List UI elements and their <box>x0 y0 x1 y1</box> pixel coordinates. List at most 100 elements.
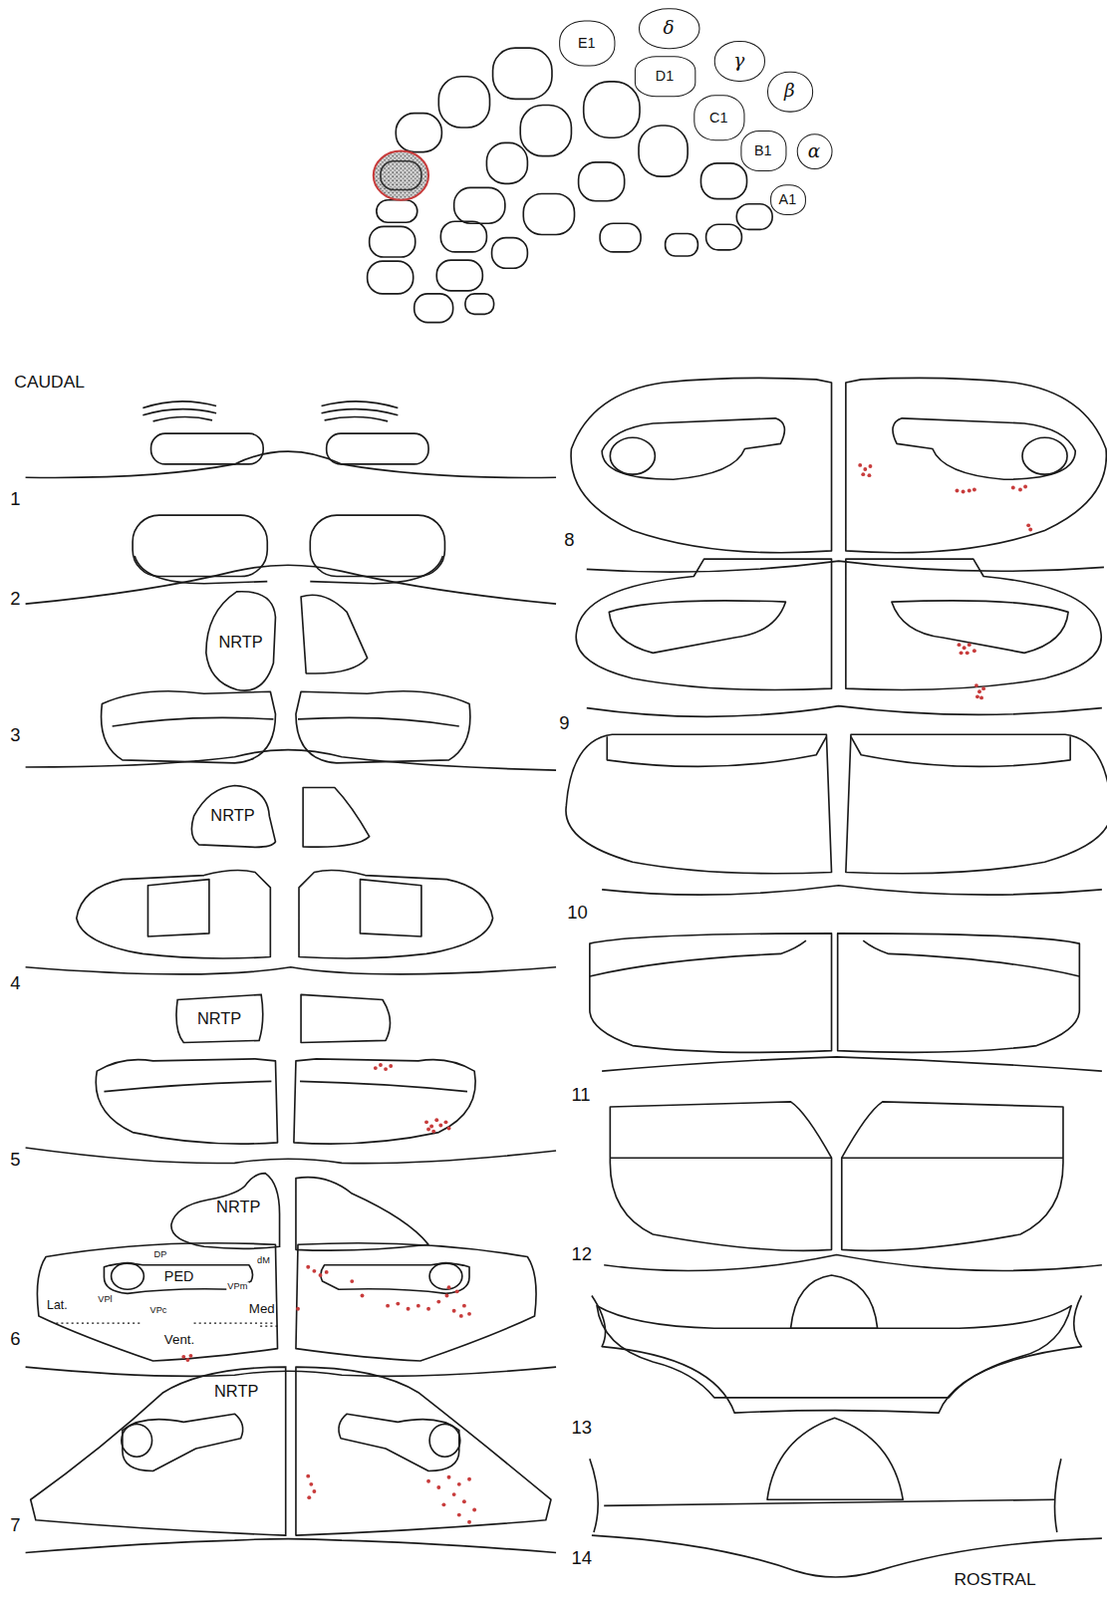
section-outline <box>575 558 831 690</box>
labelled-neuron <box>349 1279 354 1284</box>
section-outline <box>25 564 556 604</box>
labelled-neuron <box>426 1307 431 1312</box>
outline-shape <box>578 162 625 202</box>
section-outline <box>76 870 272 959</box>
nucleus-outline-path <box>176 994 264 1043</box>
section-outline <box>25 1147 556 1164</box>
section-outline <box>293 1059 476 1144</box>
section-outline <box>589 1458 1062 1533</box>
section-outline <box>591 1295 1083 1413</box>
region-label: PED <box>163 1269 196 1284</box>
barrel: β <box>767 71 814 113</box>
whisker-label: C1 <box>709 109 728 124</box>
labelled-neuron <box>957 642 962 647</box>
section-outline <box>601 1057 1103 1072</box>
labelled-neuron <box>862 467 867 472</box>
section-outline <box>608 600 786 653</box>
labelled-neuron <box>974 683 979 688</box>
labelled-neuron <box>967 489 972 494</box>
whisker-label: D1 <box>655 68 674 83</box>
barrel: δ <box>638 7 700 49</box>
nucleus-outline: NRTP <box>26 1365 288 1539</box>
section-outline <box>121 1413 244 1471</box>
labelled-neuron <box>860 472 865 477</box>
outline-shape <box>609 437 655 475</box>
outline-shape <box>436 260 483 291</box>
outline-shape <box>414 293 454 323</box>
section-outline <box>609 1102 831 1251</box>
section-outline <box>36 1243 277 1362</box>
labelled-neuron <box>444 1119 449 1124</box>
section-outline <box>181 463 1033 1525</box>
section-number: 4 <box>9 974 20 993</box>
section-outline <box>300 594 368 674</box>
labelled-neuron <box>977 689 982 694</box>
section-outline <box>321 401 399 422</box>
outline-shape <box>736 204 773 231</box>
labelled-neuron <box>434 1117 439 1122</box>
outline-shape <box>665 233 699 257</box>
labelled-neuron <box>467 1477 472 1482</box>
section-number: 9 <box>558 714 569 733</box>
outline-shape <box>520 104 571 156</box>
section-outline <box>25 451 556 478</box>
section-outline <box>589 940 807 977</box>
labelled-neuron <box>311 1269 316 1274</box>
labelled-neuron <box>416 1304 421 1309</box>
section-number: ROSTRAL <box>953 1571 1036 1589</box>
section-outline <box>338 1413 461 1471</box>
section-number: 12 <box>570 1244 592 1263</box>
barrel: γ <box>714 40 766 82</box>
section-outline <box>103 1081 272 1092</box>
region-label: Lat. <box>45 1299 69 1312</box>
outline-shape <box>638 125 688 177</box>
section-outline <box>841 1102 1064 1251</box>
section-outline <box>589 933 832 1053</box>
section-number: 3 <box>9 726 20 745</box>
section-outline <box>95 1059 277 1144</box>
section-outline <box>791 1275 878 1329</box>
section-number: 14 <box>570 1548 592 1567</box>
barrel: A1 <box>770 184 807 216</box>
labelled-neuron <box>431 1129 436 1134</box>
section-number: 13 <box>570 1417 592 1436</box>
nucleus-outline-path <box>171 1173 280 1250</box>
labelled-neuron <box>438 1122 443 1127</box>
labelled-neuron <box>447 1126 452 1131</box>
section-outline <box>845 558 1102 690</box>
section-outline <box>132 515 268 584</box>
outline-shape <box>132 515 268 576</box>
section-outline <box>601 418 785 480</box>
section-outline <box>142 401 217 422</box>
section-outline <box>367 47 774 322</box>
labelled-neuron <box>459 1314 464 1319</box>
outline-shape <box>700 163 747 200</box>
whisker-label: β <box>784 81 796 100</box>
outline-shape <box>454 187 506 224</box>
labelled-neuron <box>457 1482 462 1487</box>
labelled-neuron <box>429 1124 434 1129</box>
nucleus-outline-path <box>30 1367 286 1536</box>
section-outline <box>25 750 556 771</box>
nucleus-label: NRTP <box>210 808 255 825</box>
section-outline <box>609 1102 831 1251</box>
nucleus-label: NRTP <box>214 1383 259 1399</box>
section-number: 11 <box>570 1085 590 1104</box>
labelled-neuron <box>378 1063 383 1068</box>
section-outline <box>603 1254 1103 1271</box>
outline-shape <box>706 224 743 251</box>
barrel: D1 <box>634 55 696 97</box>
section-number: 5 <box>9 1150 20 1169</box>
section-outline <box>309 515 445 584</box>
outline-shape <box>583 81 640 138</box>
labelled-neuron <box>955 489 960 494</box>
section-outline <box>36 1243 277 1362</box>
section-outline <box>767 1417 903 1500</box>
outline-shape <box>492 238 529 270</box>
labelled-neuron <box>867 464 872 469</box>
section-outline <box>101 691 277 764</box>
outline-shape <box>111 1263 145 1291</box>
region-label: dM <box>256 1255 272 1265</box>
section-outline <box>300 994 390 1043</box>
